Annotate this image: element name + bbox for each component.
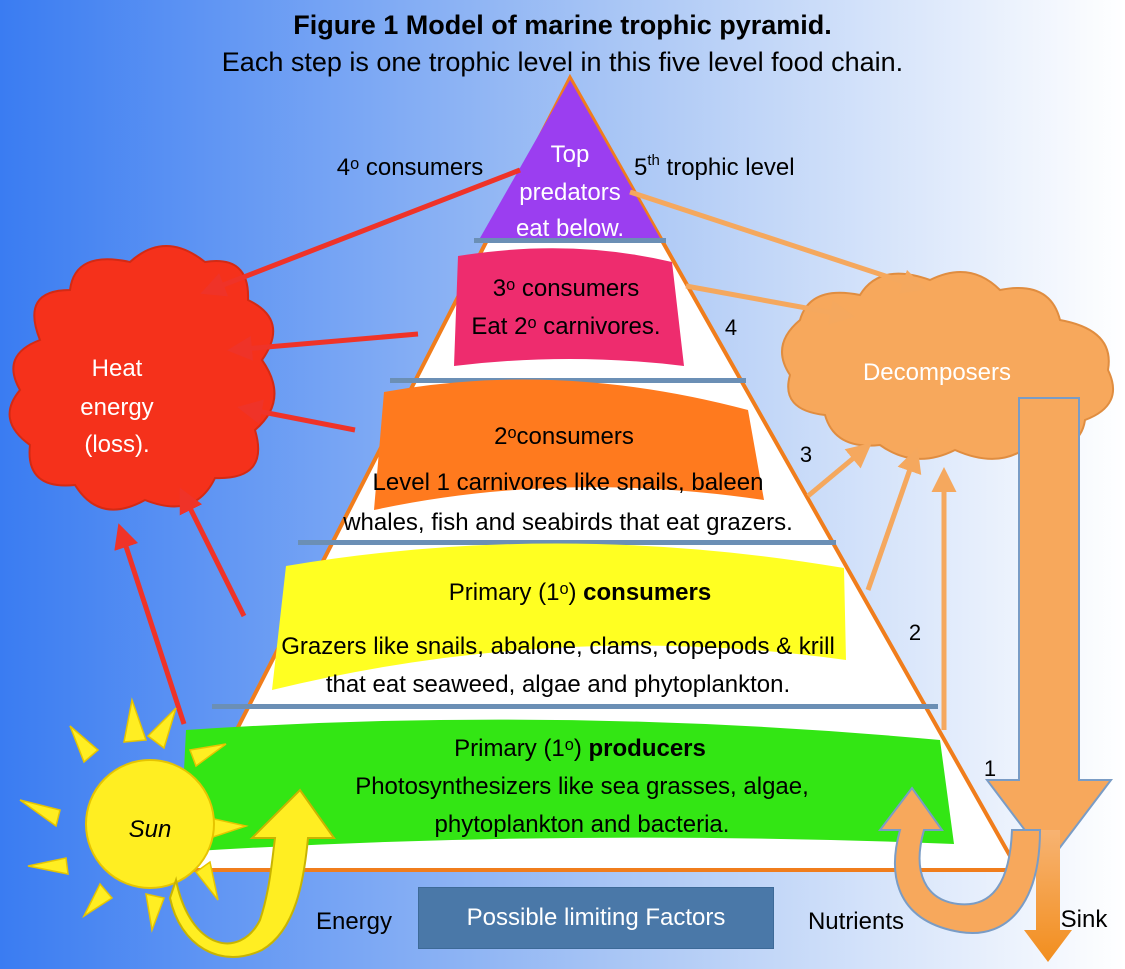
level4-line1: 3ᵒ consumers	[493, 275, 639, 302]
top-line1: Top	[551, 141, 590, 168]
heat-line1: Heat	[92, 355, 143, 382]
level1-number: 1	[984, 756, 996, 781]
level1-line3: phytoplankton and bacteria.	[435, 811, 730, 838]
limiting-factors-label: Possible limiting Factors	[466, 904, 726, 931]
decomposers-down-arrow	[984, 397, 1114, 864]
sun-circle	[85, 759, 215, 889]
level3-line2: Level 1 carnivores like snails, baleen	[373, 469, 764, 496]
level3-line3: whales, fish and seabirds that eat graze…	[342, 509, 793, 536]
level3-band	[374, 379, 764, 510]
level3-line1: 2ᵒconsumers	[494, 423, 634, 450]
level2-line3: that eat seaweed, algae and phytoplankto…	[326, 671, 790, 698]
level1-line1: Primary (1ᵒ) producers	[454, 735, 706, 762]
limiting-factors-box: Possible limiting Factors	[418, 887, 774, 949]
level4-line2: Eat 2ᵒ carnivores.	[471, 313, 660, 340]
top-line2: predators	[519, 179, 620, 206]
fourth-consumers-label: 4ᵒ consumers	[337, 154, 483, 181]
energy-label: Energy	[316, 908, 392, 935]
heat-energy-cloud	[8, 245, 276, 511]
top-predator-triangle	[480, 80, 660, 238]
level4-number: 4	[725, 315, 737, 340]
decomposers-label: Decomposers	[863, 359, 1011, 386]
nutrients-return-arrow	[877, 786, 1042, 934]
heat-line3: (loss).	[84, 431, 149, 458]
level2-band	[272, 543, 846, 690]
level1-line2: Photosynthesizers like sea grasses, alga…	[355, 773, 809, 800]
heat-line2: energy	[80, 394, 153, 421]
figure-title-block: Figure 1 Model of marine trophic pyramid…	[0, 0, 1125, 78]
level2-line1: Primary (1ᵒ) consumers	[449, 579, 711, 606]
figure-title: Figure 1 Model of marine trophic pyramid…	[293, 10, 832, 40]
level2-number: 2	[909, 620, 921, 645]
decomposition-arrows	[629, 189, 957, 730]
level-dividers	[212, 238, 938, 709]
level2-line2: Grazers like snails, abalone, clams, cop…	[281, 633, 835, 660]
sink-label: Sink	[1061, 906, 1109, 933]
level3-number: 3	[800, 442, 812, 467]
sun-label: Sun	[129, 816, 172, 843]
nutrients-label: Nutrients	[808, 908, 904, 935]
energy-arrow	[168, 788, 336, 958]
fifth-trophic-level-label: 5th trophic level	[634, 152, 795, 181]
level4-band	[454, 248, 684, 366]
top-line3: eat below.	[516, 215, 624, 242]
heat-loss-arrows	[114, 167, 521, 725]
level1-band	[180, 719, 954, 852]
sun-rays	[19, 697, 249, 933]
figure-subtitle: Each step is one trophic level in this f…	[221, 47, 904, 77]
